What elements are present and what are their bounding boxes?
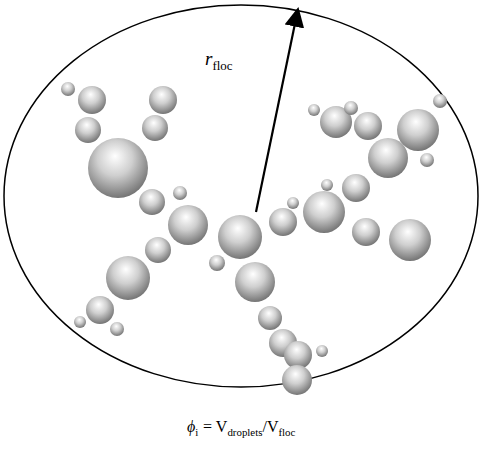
droplet	[168, 205, 208, 245]
droplet	[269, 208, 297, 236]
droplet	[303, 191, 345, 233]
formula-text: ϕ	[187, 418, 195, 435]
droplet	[316, 345, 328, 357]
droplet	[344, 101, 358, 115]
subscript-text: i	[195, 426, 198, 438]
droplet	[75, 117, 101, 143]
formula-text: = V	[203, 418, 227, 435]
droplet	[86, 296, 114, 324]
droplet	[354, 112, 382, 140]
droplet	[110, 322, 124, 336]
droplet	[142, 115, 168, 141]
subscript-text: floc	[278, 426, 295, 438]
droplet	[74, 316, 86, 328]
droplet	[287, 197, 299, 209]
droplet	[420, 153, 434, 167]
floc-boundary	[4, 5, 478, 387]
droplet	[282, 365, 312, 395]
droplet	[397, 109, 439, 151]
droplet	[235, 262, 275, 302]
droplet	[389, 219, 431, 261]
droplet	[88, 138, 148, 198]
droplet	[173, 186, 187, 200]
droplet	[433, 94, 447, 108]
droplet	[284, 341, 312, 369]
radius-label: rfloc	[205, 48, 232, 74]
droplet	[139, 189, 165, 215]
droplet	[149, 86, 177, 114]
formula-text: r	[205, 48, 212, 69]
droplet	[258, 306, 282, 330]
droplet	[145, 237, 171, 263]
subscript-text: droplets	[227, 426, 262, 438]
radius-arrow	[256, 9, 298, 212]
droplet	[209, 255, 225, 271]
volume-fraction-formula: ϕi = Vdroplets/Vfloc	[187, 418, 295, 438]
droplet	[368, 138, 408, 178]
formula-text: /V	[262, 418, 278, 435]
droplet	[321, 179, 333, 191]
droplet	[308, 104, 320, 116]
droplet	[342, 174, 370, 202]
droplet	[61, 82, 75, 96]
subscript-text: floc	[212, 58, 232, 73]
droplets	[61, 82, 447, 395]
droplet	[78, 86, 106, 114]
droplet	[218, 215, 262, 259]
droplet	[352, 218, 380, 246]
droplet	[106, 256, 150, 300]
